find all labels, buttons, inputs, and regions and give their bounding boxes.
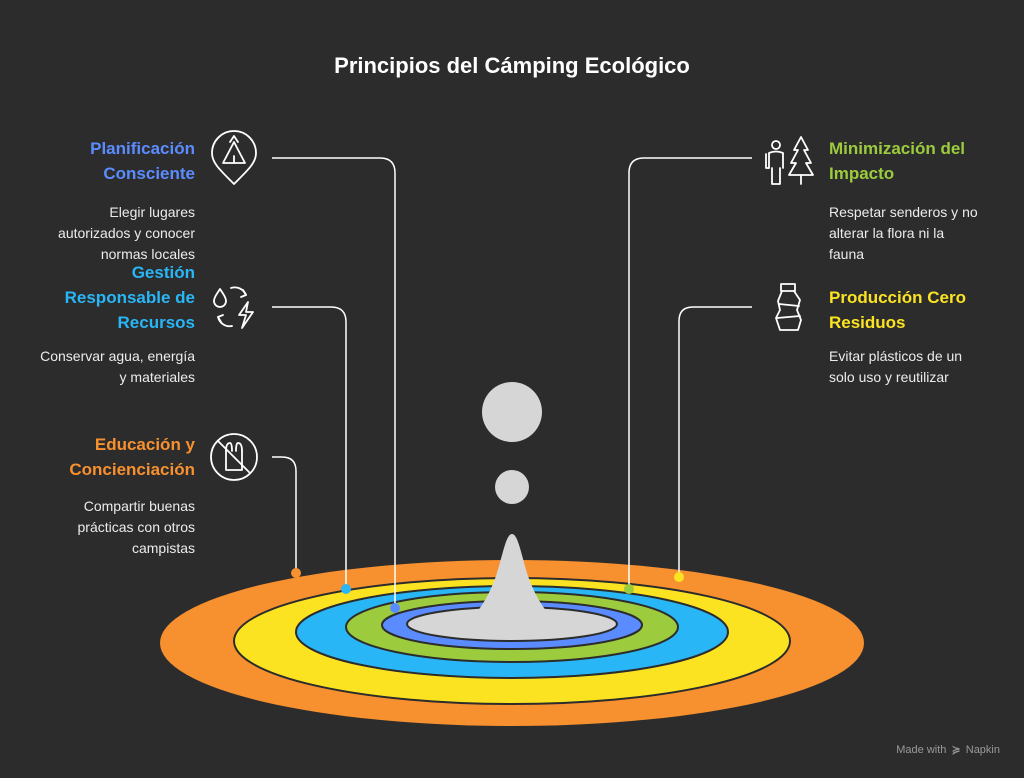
diagram-title: Principios del Cámping Ecológico	[334, 53, 690, 78]
napkin-logo-icon: ≽	[951, 744, 961, 756]
connector-dot-planificacion	[390, 603, 400, 613]
connector-dot-produccion	[674, 572, 684, 582]
bottle-icon	[775, 283, 802, 331]
no-plastic-bag-icon	[210, 433, 258, 481]
tent-location-icon	[211, 130, 257, 185]
connector-minimizacion	[628, 157, 752, 589]
footer-brand: Napkin	[965, 744, 1000, 756]
droplet-large	[482, 382, 542, 442]
napkin-watermark: Made with ≽ Napkin	[896, 743, 1000, 756]
footer-prefix: Made with	[896, 744, 947, 756]
splash-peak	[444, 534, 580, 639]
connector-gestion	[272, 306, 347, 589]
connector-planificacion	[272, 157, 396, 608]
resources-cycle-icon	[213, 286, 254, 329]
droplet-small	[495, 470, 529, 504]
hiker-tree-icon	[765, 136, 814, 185]
connector-dot-minimizacion	[624, 584, 634, 594]
connector-educacion	[272, 456, 297, 573]
connector-produccion	[678, 306, 752, 577]
connector-dot-gestion	[341, 584, 351, 594]
connector-dot-educacion	[291, 568, 301, 578]
